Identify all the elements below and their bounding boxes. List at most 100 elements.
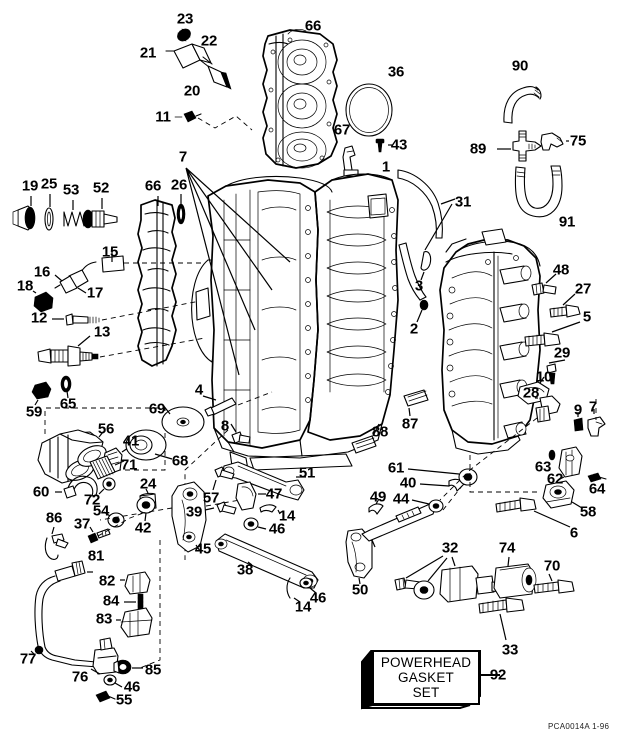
callout-3: 3 [414, 277, 424, 295]
part-bolt-48 [531, 273, 557, 296]
part-bracket-83 [116, 607, 153, 638]
footer-drawing-code: PCA0014A 1-96 [548, 722, 610, 731]
part-seal-25 [44, 194, 54, 231]
callout-2: 2 [409, 320, 419, 338]
callout-66: 66 [304, 17, 322, 35]
callout-22: 22 [200, 32, 218, 50]
callout-54: 54 [92, 502, 110, 520]
part-crankcase-block-1 [191, 173, 399, 471]
part-hose-90 [503, 85, 542, 124]
part-screw-29 [546, 359, 566, 385]
callout-84: 84 [102, 592, 120, 610]
part-nut-61 [407, 468, 478, 511]
callout-86: 86 [45, 509, 63, 527]
callout-4: 4 [194, 381, 204, 399]
callout-76: 76 [71, 668, 89, 686]
callout-31: 31 [454, 193, 472, 211]
callout-8: 8 [220, 417, 230, 435]
part-intake-56 [37, 429, 107, 484]
callout-57: 57 [202, 489, 220, 507]
dashed-assembly-box-right [469, 455, 540, 493]
callout-25: 25 [40, 175, 58, 193]
callout-74: 74 [498, 539, 516, 557]
callout-37: 37 [73, 515, 91, 533]
callout-14: 14 [278, 507, 296, 525]
callout-89: 89 [469, 140, 487, 158]
part-clip-49 [368, 498, 384, 515]
callout-15: 15 [101, 243, 119, 261]
callout-11: 11 [155, 108, 171, 126]
part-harness-81 [30, 560, 99, 668]
callout-67: 67 [333, 121, 351, 139]
callout-10: 10 [535, 368, 553, 386]
callout-82: 82 [98, 572, 116, 590]
part-clip-14-top [259, 504, 281, 515]
part-nut-42 [136, 496, 156, 522]
part-group-fitting-11 [174, 110, 253, 131]
callout-7: 7 [588, 398, 598, 416]
part-sender-15 [54, 250, 205, 294]
leaders-7 [185, 167, 291, 376]
part-seal-26 [176, 194, 186, 225]
gasket-line-3: SET [412, 685, 440, 700]
part-bolt-5 [524, 321, 581, 347]
callout-20: 20 [183, 82, 201, 100]
callout-53: 53 [62, 181, 80, 199]
part-clip-14-bottom [286, 577, 301, 603]
part-screw-55 [95, 690, 116, 703]
callout-42: 42 [134, 519, 152, 537]
part-bracket-62 [558, 446, 583, 480]
part-connector-89 [497, 130, 542, 162]
callout-50: 50 [351, 581, 369, 599]
part-bracket-67 [342, 145, 359, 177]
callout-23: 23 [176, 10, 194, 28]
callout-55: 55 [115, 691, 133, 709]
callout-52: 52 [92, 179, 110, 197]
callout-85: 85 [144, 661, 162, 679]
callout-83: 83 [95, 610, 113, 628]
part-dowel-88 [351, 423, 380, 454]
callout-66: 66 [144, 177, 162, 195]
part-hoses-31 [397, 169, 456, 301]
callout-75: 75 [569, 132, 587, 150]
part-bushing-54 [103, 511, 125, 528]
callout-44: 44 [392, 490, 410, 508]
part-grommet-85 [113, 659, 143, 675]
callout-59: 59 [25, 403, 43, 421]
callout-63: 63 [534, 458, 552, 476]
gasket-box-leader [478, 674, 500, 676]
part-valve-52 [82, 198, 118, 229]
callout-26: 26 [170, 176, 188, 194]
callout-91: 91 [558, 213, 576, 231]
callout-17: 17 [86, 284, 104, 302]
callout-29: 29 [553, 344, 571, 362]
callout-69: 69 [148, 400, 166, 418]
part-terminal-82 [120, 571, 151, 595]
callout-61: 61 [387, 459, 405, 477]
callout-90: 90 [511, 57, 529, 75]
part-screw-39 [204, 501, 237, 515]
callout-16: 16 [33, 263, 51, 281]
callout-87: 87 [401, 415, 419, 433]
callout-39: 39 [185, 503, 203, 521]
part-washer-44 [411, 499, 444, 513]
part-washer-32b [413, 557, 448, 600]
callout-1: 1 [381, 158, 391, 176]
part-seal-68 [125, 429, 173, 461]
part-bolt-6 [495, 497, 571, 528]
part-dowel-3 [420, 251, 432, 281]
part-pin-4 [202, 391, 273, 417]
part-cam-47 [235, 481, 266, 511]
gasket-line-2: GASKET [398, 670, 454, 685]
part-fitting-7r [587, 409, 606, 437]
part-bushing-65 [60, 375, 72, 399]
part-bushing-74 [493, 556, 537, 599]
part-bellcrank-45 [99, 481, 241, 553]
callout-46: 46 [123, 678, 141, 696]
callout-65: 65 [59, 395, 77, 413]
part-starter-32c [439, 556, 503, 603]
part-clip-86 [44, 526, 69, 560]
callout-70: 70 [543, 557, 561, 575]
callout-36: 36 [387, 63, 405, 81]
